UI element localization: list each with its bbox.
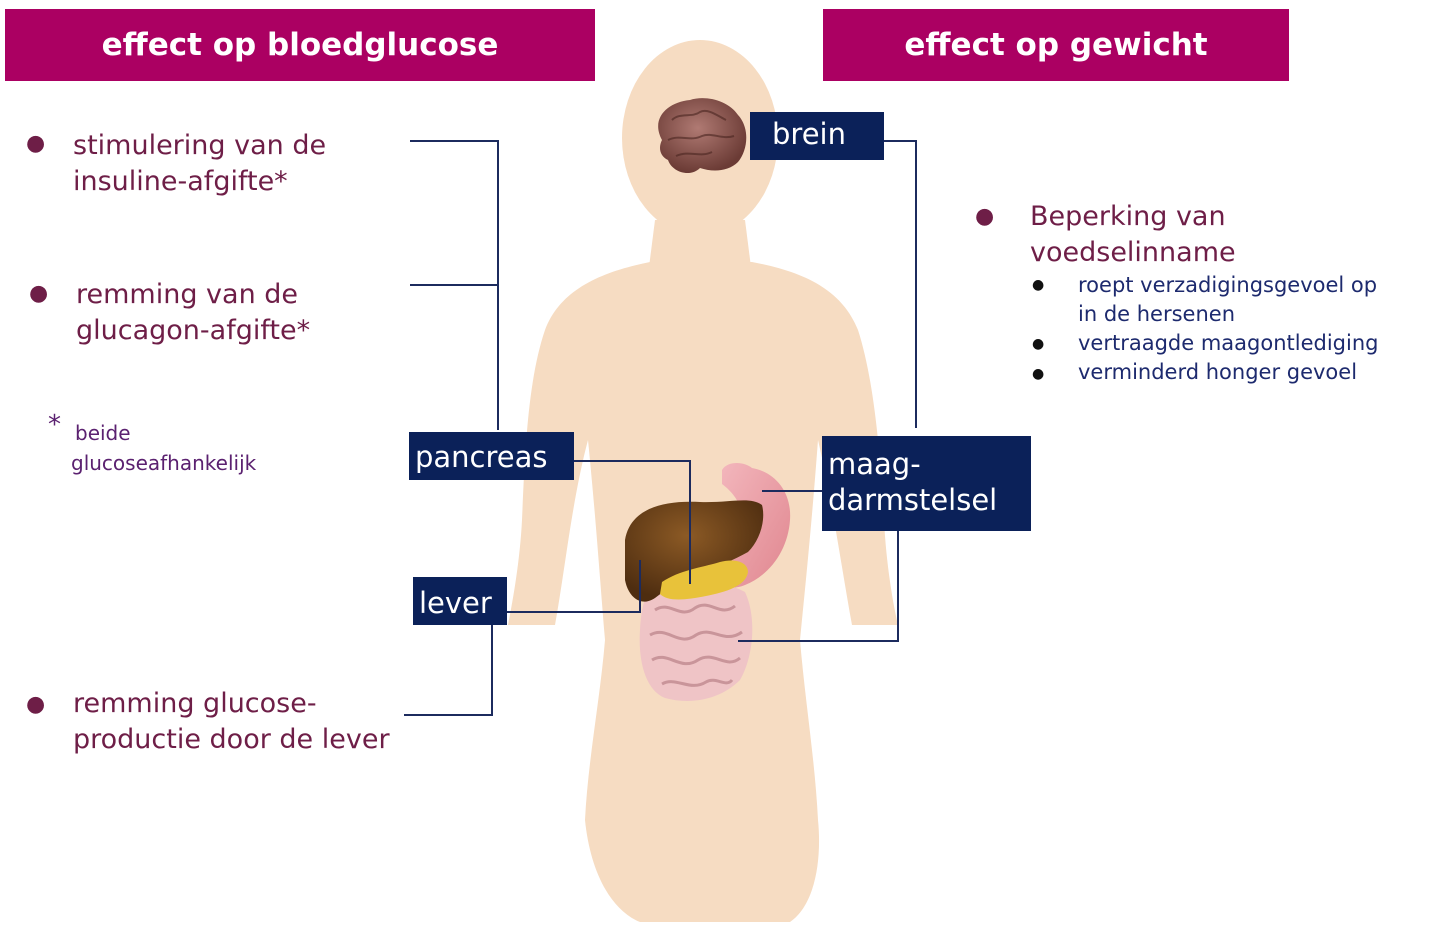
glucose-effect-insulin: stimulering van de insuline-afgifte* [73,128,326,200]
weight-effect-gastric-emptying: vertraagde maagontlediging [1078,329,1378,358]
glucose-effect-liver-line1: remming glucose- [73,686,390,722]
weight-effect-satiety: roept verzadigingsgevoel op in de hersen… [1078,271,1377,329]
label-pancreas: pancreas [409,432,574,480]
weight-effect-main-line1: Beperking van [1030,199,1236,235]
intestines-organ [640,581,753,701]
sub-bullet-icon: ● [1032,277,1044,293]
glucose-effect-liver: remming glucose- productie door de lever [73,686,390,758]
glucose-effect-insulin-line1: stimulering van de [73,128,326,164]
bullet-icon: ● [26,131,45,156]
bullet-icon: ● [29,281,48,306]
weight-effect-main: Beperking van voedselinname [1030,199,1236,271]
bullet-icon: ● [26,692,45,717]
label-brain: brein [750,112,884,160]
label-gut: maag- darmstelsel [822,436,1031,531]
header-weight: effect op gewicht [823,9,1289,81]
label-gut-line1: maag- [828,446,1025,482]
glucose-effect-insulin-line2: insuline-afgifte* [73,164,326,200]
sub-bullet-icon: ● [1032,366,1044,382]
brain-organ [658,98,746,173]
weight-effect-satiety-line1: roept verzadigingsgevoel op [1078,271,1377,300]
glucose-effect-glucagon-line1: remming van de [76,277,310,313]
label-liver: lever [413,577,507,625]
weight-effect-hunger: verminderd honger gevoel [1078,358,1357,387]
sub-bullet-icon: ● [1032,336,1044,352]
connector-liver-effect [404,625,492,715]
footnote-line2: glucoseafhankelijk [71,448,256,478]
glucose-effect-glucagon: remming van de glucagon-afgifte* [76,277,310,349]
weight-effect-satiety-line2: in de hersenen [1078,300,1377,329]
header-blood-glucose: effect op bloedglucose [5,9,595,81]
connector-brain [884,141,916,428]
weight-effect-main-line2: voedselinname [1030,235,1236,271]
glucose-effect-liver-line2: productie door de lever [73,722,390,758]
label-gut-line2: darmstelsel [828,482,1025,518]
footnote-star: * [48,410,61,440]
footnote-line1: beide [75,418,131,448]
bullet-icon: ● [975,204,994,229]
glucose-effect-glucagon-line2: glucagon-afgifte* [76,313,310,349]
